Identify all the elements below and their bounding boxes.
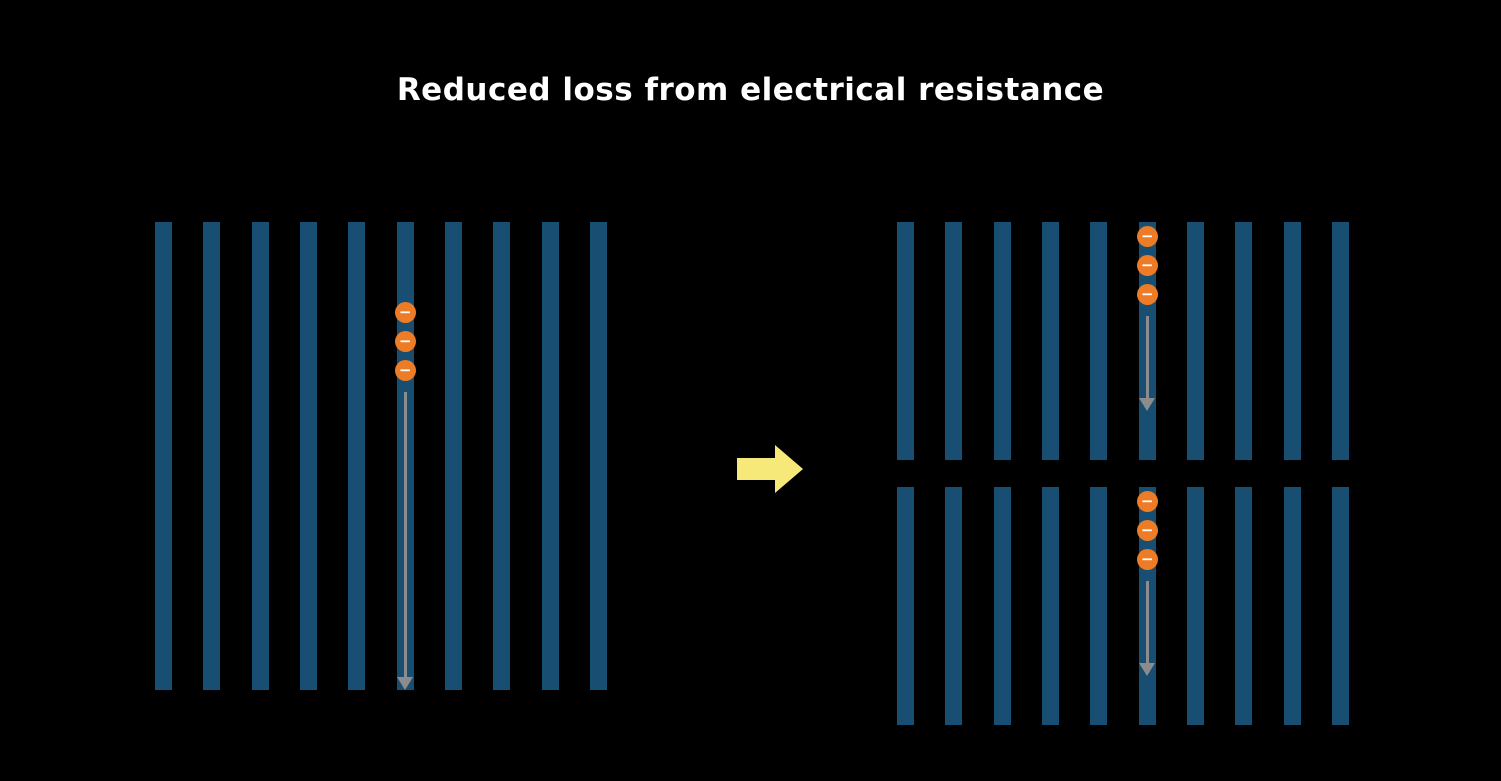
transition-arrow-icon	[737, 445, 803, 493]
electron-icon: −	[1136, 491, 1158, 512]
conductor-bar	[1283, 487, 1301, 725]
current-flow-overlay: − − −	[393, 222, 417, 690]
diagram-title: Reduced loss from electrical resistance	[396, 72, 1105, 108]
conductor-bar	[1041, 487, 1059, 725]
conductor-bar	[1041, 222, 1059, 460]
conductor-bar	[945, 487, 963, 725]
half-cell-top-panel: − − −	[897, 222, 1349, 460]
minus-symbol: −	[1140, 227, 1154, 245]
minus-symbol: −	[1140, 256, 1154, 274]
conductor-bar	[945, 222, 963, 460]
conductor-bar	[1331, 222, 1349, 460]
conductor-bar	[444, 222, 462, 690]
conductor-bar	[299, 222, 317, 690]
electron-icon: −	[1136, 520, 1158, 541]
current-flow-overlay: − − −	[1135, 222, 1159, 460]
bar-row	[155, 222, 607, 690]
conductor-bar	[1331, 487, 1349, 725]
minus-symbol: −	[1140, 492, 1154, 510]
conductor-bar	[348, 222, 366, 690]
current-flow-overlay: − − −	[1135, 487, 1159, 725]
conductor-bar	[1186, 222, 1204, 460]
conductor-bar	[493, 222, 511, 690]
full-cell-panel: − − −	[155, 222, 607, 690]
conductor-bar	[1235, 487, 1253, 725]
current-flow-arrow-icon	[1139, 581, 1156, 676]
conductor-bar	[251, 222, 269, 690]
flow-arrow-head	[1139, 663, 1156, 676]
conductor-bar	[1235, 222, 1253, 460]
flow-arrow-head	[397, 677, 414, 690]
minus-symbol: −	[398, 303, 412, 321]
conductor-bar	[1090, 222, 1108, 460]
flow-arrow-line	[1145, 316, 1149, 398]
electron-icon: −	[394, 302, 416, 323]
flow-arrow-line	[1145, 581, 1149, 663]
conductor-bar	[155, 222, 172, 690]
conductor-bar	[993, 222, 1011, 460]
conductor-bar	[541, 222, 559, 690]
bar-row	[897, 487, 1349, 725]
electron-stack: − − −	[1136, 491, 1158, 578]
conductor-bar	[897, 222, 914, 460]
conductor-bar	[1090, 487, 1108, 725]
conductor-bar	[203, 222, 221, 690]
conductor-bar	[589, 222, 607, 690]
minus-symbol: −	[1140, 521, 1154, 539]
current-flow-arrow-icon	[1139, 316, 1156, 411]
electron-stack: − − −	[394, 302, 416, 389]
electron-icon: −	[1136, 255, 1158, 276]
current-flow-arrow-icon	[397, 392, 414, 690]
conductor-bar	[897, 487, 914, 725]
electron-icon: −	[1136, 226, 1158, 247]
minus-symbol: −	[1140, 550, 1154, 568]
electron-icon: −	[394, 360, 416, 381]
bar-row	[897, 222, 1349, 460]
electron-icon: −	[1136, 549, 1158, 570]
flow-arrow-line	[403, 392, 407, 677]
electron-stack: − − −	[1136, 226, 1158, 313]
minus-symbol: −	[398, 361, 412, 379]
half-cell-bottom-panel: − − −	[897, 487, 1349, 725]
minus-symbol: −	[398, 332, 412, 350]
conductor-bar	[1283, 222, 1301, 460]
conductor-bar	[993, 487, 1011, 725]
flow-arrow-head	[1139, 398, 1156, 411]
minus-symbol: −	[1140, 285, 1154, 303]
electron-icon: −	[1136, 284, 1158, 305]
conductor-bar	[1186, 487, 1204, 725]
electron-icon: −	[394, 331, 416, 352]
